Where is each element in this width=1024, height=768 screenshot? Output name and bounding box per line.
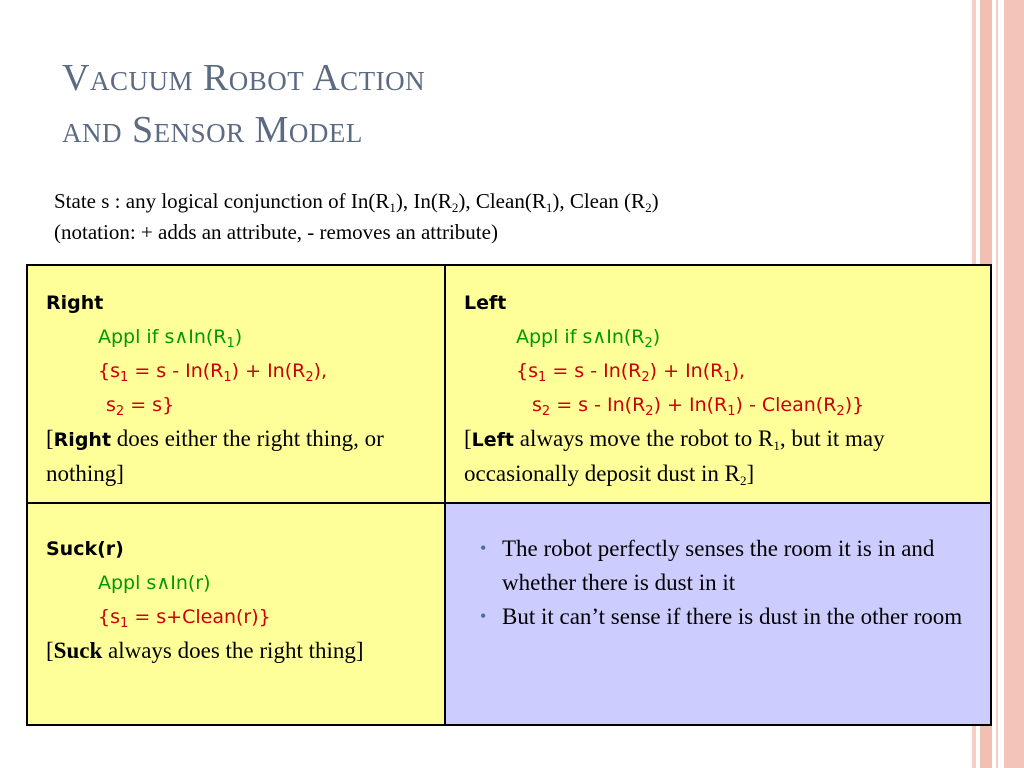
- notation-line: (notation: + adds an attribute, - remove…: [54, 220, 498, 244]
- subscript: 1: [223, 370, 232, 385]
- text-run: does either the right thing, or nothing]: [46, 426, 384, 486]
- text-run: ) - Clean(R: [735, 394, 837, 416]
- sensor-bullet-list: • The robot perfectly senses the room it …: [480, 532, 972, 634]
- text-run: Appl if s∧In(R: [98, 326, 227, 348]
- text-run: ), In(R: [395, 189, 452, 213]
- subscript: 2: [645, 200, 652, 215]
- bold-text: Right: [53, 429, 112, 451]
- text-run: , but it may occasionally deposit dust i…: [464, 426, 885, 486]
- text-run: ): [234, 326, 243, 348]
- subscript: 1: [120, 370, 129, 385]
- text-run: = s+Clean(r)}: [128, 606, 271, 628]
- left-action-cell: Left Appl if s∧In(R2) {s1 = s - In(R2) +…: [445, 265, 991, 503]
- subscript: 2: [644, 336, 653, 351]
- bullet-icon: •: [480, 606, 487, 626]
- bold-text: Left: [471, 429, 515, 451]
- left-action-name: Left: [464, 292, 507, 314]
- sensor-bullet-text: But it can’t sense if there is dust in t…: [502, 604, 963, 629]
- subscript: 2: [645, 404, 654, 419]
- right-effect-line-2: s2 = s}: [46, 388, 436, 422]
- suck-action-cell: Suck(r) Appl s∧In(r) {s1 = s+Clean(r)} […: [27, 503, 445, 725]
- text-run: always does the right thing]: [102, 638, 364, 663]
- right-action-name: Right: [46, 292, 104, 314]
- text-run: ): [652, 326, 661, 348]
- text-run: )}: [844, 394, 865, 416]
- text-run: [: [464, 426, 472, 451]
- text-run: ) + In(R: [231, 360, 306, 382]
- subscript: 1: [389, 200, 396, 215]
- slide-title-line-1: Vacuum Robot Action: [62, 57, 426, 99]
- text-run: = s}: [124, 394, 175, 416]
- text-run: s: [106, 394, 116, 416]
- suck-action-name: Suck(r): [46, 538, 124, 560]
- text-run: ) + In(R: [649, 360, 724, 382]
- left-note: [Left always move the robot to R1, but i…: [464, 422, 982, 491]
- left-effect-line-2: s2 = s - In(R2) + In(R1) - Clean(R2)}: [464, 388, 982, 422]
- subscript: 2: [641, 370, 650, 385]
- left-applicability: Appl if s∧In(R2): [464, 320, 982, 354]
- right-action-cell: Right Appl if s∧In(R1) {s1 = s - In(R1) …: [27, 265, 445, 503]
- subscript: 2: [451, 200, 459, 215]
- text-run: Appl if s∧In(R: [516, 326, 645, 348]
- text-run: = s - In(R: [546, 360, 642, 382]
- bullet-icon: •: [480, 538, 487, 558]
- subscript: 2: [541, 404, 551, 419]
- subscript: 1: [538, 370, 547, 385]
- stripe: [996, 0, 998, 768]
- suck-effect: {s1 = s+Clean(r)}: [46, 600, 436, 634]
- text-run: ): [651, 189, 659, 213]
- text-run: State s : any logical conjunction of In(…: [54, 189, 390, 213]
- subscript: 1: [226, 336, 235, 351]
- subscript: 1: [727, 404, 736, 419]
- subscript: 1: [773, 438, 780, 453]
- text-run: s: [532, 394, 542, 416]
- bold-text: Suck: [53, 638, 103, 663]
- subscript: 2: [739, 473, 747, 488]
- left-effect-line-1: {s1 = s - In(R2) + In(R1),: [464, 354, 982, 388]
- text-run: {s: [98, 606, 120, 628]
- sensor-bullet: • The robot perfectly senses the room it …: [480, 532, 972, 600]
- text-run: [: [46, 638, 54, 663]
- text-run: = s - In(R: [550, 394, 646, 416]
- right-effect-line-1: {s1 = s - In(R1) + In(R2),: [46, 354, 436, 388]
- suck-note: [Suck always does the right thing]: [46, 634, 436, 668]
- state-definition-line: State s : any logical conjunction of In(…: [54, 186, 659, 217]
- text-run: [: [46, 426, 54, 451]
- subscript: 1: [120, 616, 129, 631]
- subscript: 2: [115, 404, 125, 419]
- text-run: {s: [98, 360, 120, 382]
- text-run: {s: [516, 360, 538, 382]
- suck-applicability: Appl s∧In(r): [46, 566, 436, 600]
- sensor-bullet-text: The robot perfectly senses the room it i…: [502, 536, 935, 595]
- text-run: = s - In(R: [128, 360, 224, 382]
- slide-title: Vacuum Robot Action and Sensor Model: [62, 52, 425, 156]
- subscript: 2: [305, 370, 314, 385]
- text-run: ), Clean(R: [458, 189, 546, 213]
- slide-title-line-2: and Sensor Model: [62, 109, 363, 151]
- text-run: ) + In(R: [653, 394, 728, 416]
- subscript: 2: [836, 404, 845, 419]
- subscript: 1: [723, 370, 732, 385]
- stripe: [1004, 0, 1024, 768]
- action-sensor-table: Right Appl if s∧In(R1) {s1 = s - In(R1) …: [26, 264, 992, 726]
- right-applicability: Appl if s∧In(R1): [46, 320, 436, 354]
- text-run: ]: [746, 461, 755, 486]
- subscript: 1: [545, 200, 553, 215]
- sensor-model-cell: • The robot perfectly senses the room it …: [445, 503, 991, 725]
- text-run: ),: [313, 360, 328, 382]
- right-note: [Right does either the right thing, or n…: [46, 422, 436, 491]
- text-run: ),: [731, 360, 746, 382]
- text-run: always move the robot to R: [514, 426, 774, 451]
- text-run: Appl s∧In(r): [98, 572, 211, 594]
- state-definition: State s : any logical conjunction of In(…: [54, 186, 659, 248]
- text-run: ), Clean (R: [552, 189, 646, 213]
- sensor-bullet: • But it can’t sense if there is dust in …: [480, 600, 972, 634]
